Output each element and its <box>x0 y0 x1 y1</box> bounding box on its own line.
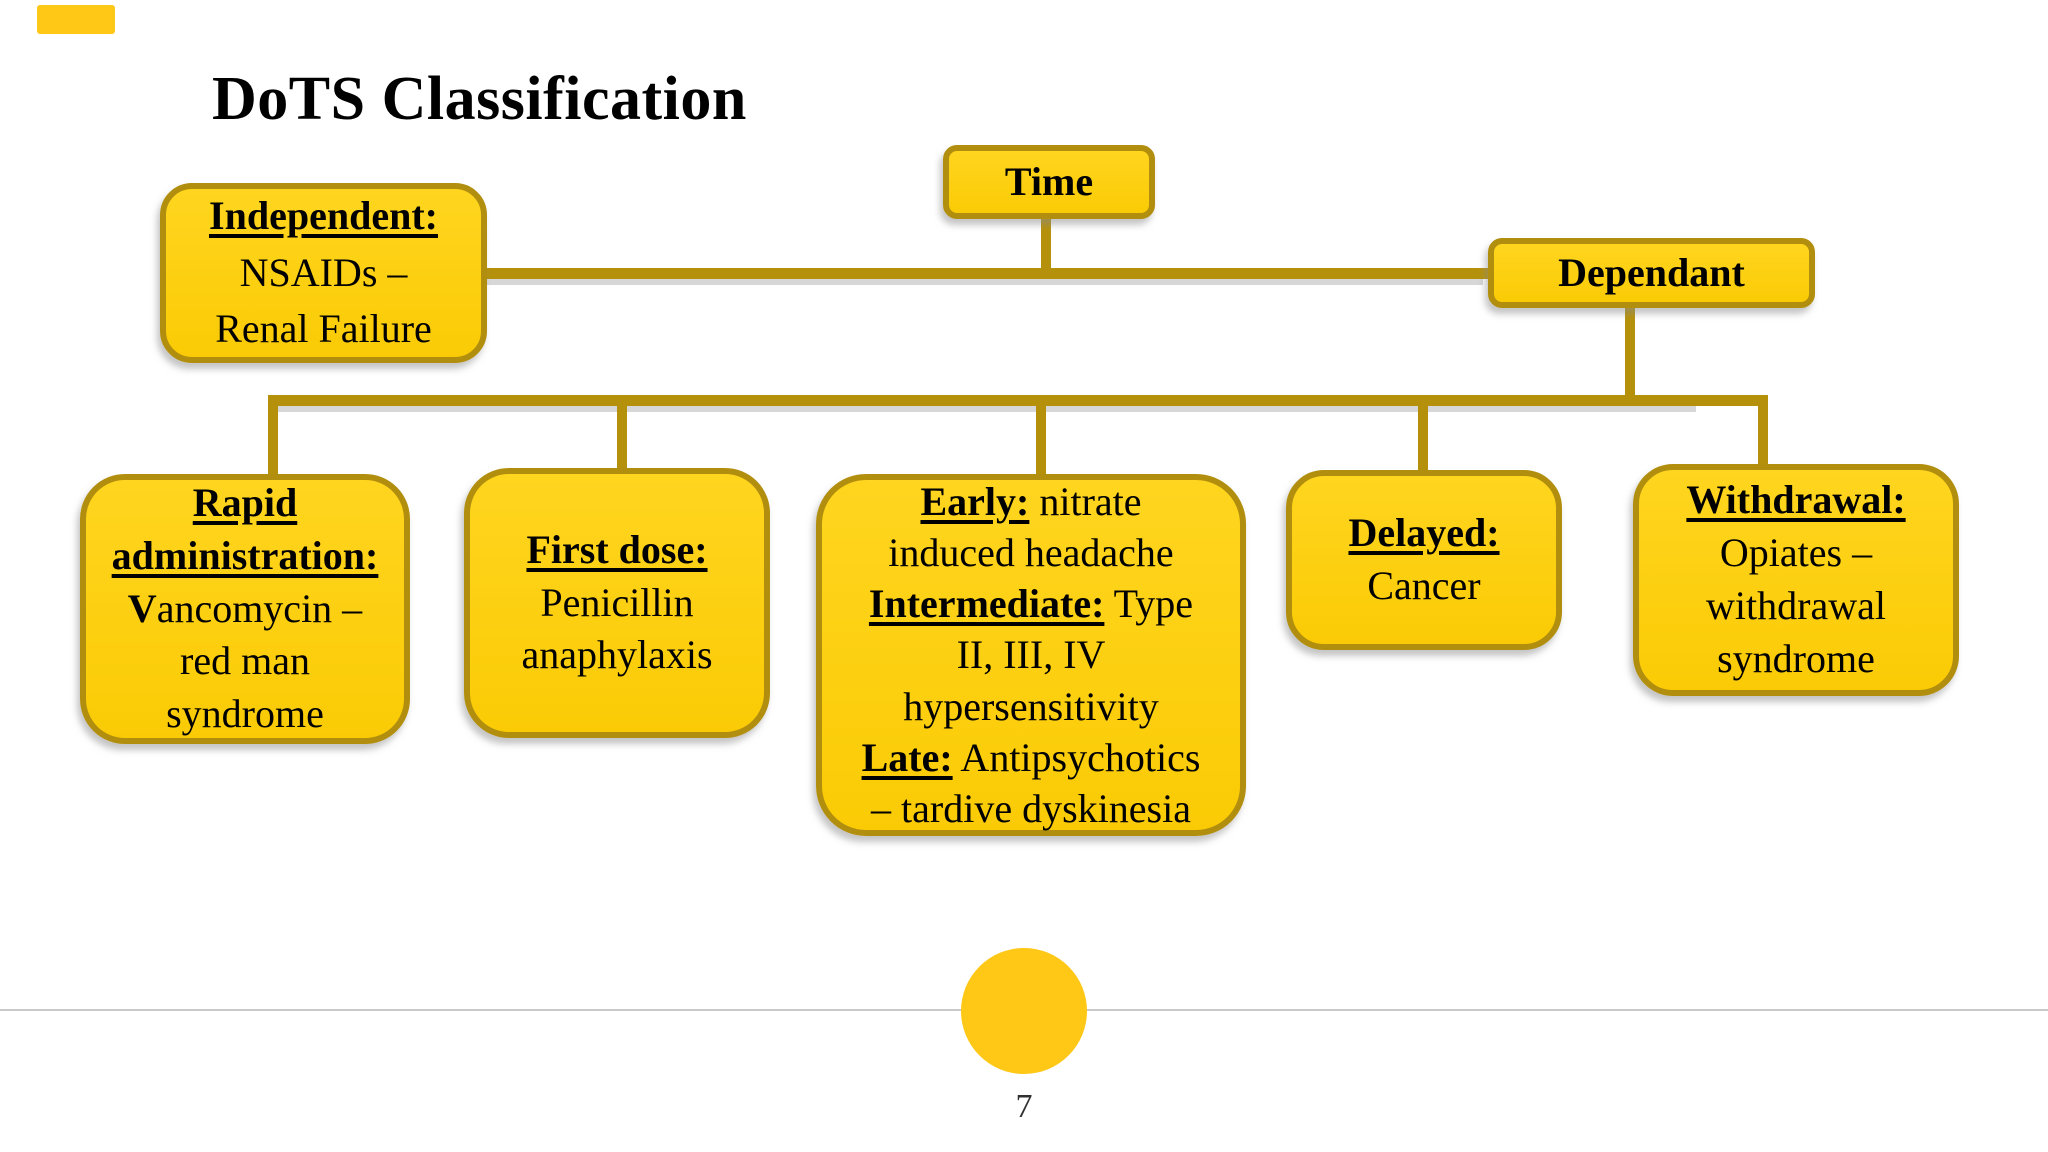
node-independent: Independent: NSAIDs – Renal Failure <box>160 183 487 363</box>
node-dependant-label: Dependant <box>1558 249 1745 295</box>
connector-h-line-bottom <box>268 395 1768 406</box>
box-text-line: Renal Failure <box>215 306 432 352</box>
connector-withdrawal-stem <box>1758 402 1768 468</box>
box-text-line: First dose: <box>526 526 708 572</box>
connector-delayed-stem <box>1418 402 1428 474</box>
accent-circle <box>961 948 1087 1074</box>
box-text-line: red man <box>180 638 310 684</box>
box-text-line: NSAIDs – <box>239 249 408 295</box>
corner-accent-rect <box>37 5 115 34</box>
box-text-line: Independent: <box>209 192 438 238</box>
connector-rapid-stem <box>268 402 278 478</box>
box-text-line: hypersensitivity <box>903 683 1159 729</box>
box-text-line: Opiates – <box>1719 530 1873 576</box>
box-text-line: II, III, IV <box>956 632 1106 678</box>
box-text-line: – tardive dyskinesia <box>871 785 1191 831</box>
box-text-line: Early: nitrate <box>920 478 1142 524</box>
box-text-line: Withdrawal: <box>1686 477 1906 523</box>
box-text-line: Intermediate: Type <box>868 581 1194 627</box>
box-text-line: syndrome <box>1717 635 1875 681</box>
box-text-line: induced headache <box>888 530 1174 576</box>
node-rapid-administration: Rapid administration: Vancomycin – red man s… <box>80 474 410 744</box>
connector-shadow-bottom <box>276 406 1696 412</box>
box-text-line: Vancomycin – <box>127 585 363 631</box>
node-withdrawal: Withdrawal: Opiates – withdrawal syndrome <box>1633 464 1959 696</box>
connector-dependant-stem <box>1625 304 1635 400</box>
box-text-line: Penicillin <box>540 579 694 625</box>
node-dependant: Dependant <box>1488 238 1815 308</box>
page-number: 7 <box>1015 1088 1033 1125</box>
box-text-line: syndrome <box>166 691 324 737</box>
connector-first-dose-stem <box>617 402 627 472</box>
node-time: Time <box>943 145 1155 219</box>
box-text-line: administration: <box>111 532 379 578</box>
box-text-line: Cancer <box>1367 563 1481 608</box>
connector-shadow-top <box>478 279 1483 285</box>
box-text-line: Late: Antipsychotics <box>861 734 1201 780</box>
box-text-line: Rapid <box>192 480 298 526</box>
node-time-label: Time <box>1004 158 1094 204</box>
box-text-line: withdrawal <box>1706 583 1886 628</box>
connector-time-stem <box>1041 214 1051 272</box>
slide-title: DoTS Classification <box>212 65 747 133</box>
node-first-dose: First dose: Penicillin anaphylaxis <box>464 468 770 738</box>
box-text-line: Delayed: <box>1348 510 1500 556</box>
node-delayed: Delayed: Cancer <box>1286 470 1562 650</box>
box-text-line: anaphylaxis <box>521 632 713 678</box>
connector-h-line-top <box>485 268 1490 279</box>
connector-early-stem <box>1036 402 1046 478</box>
